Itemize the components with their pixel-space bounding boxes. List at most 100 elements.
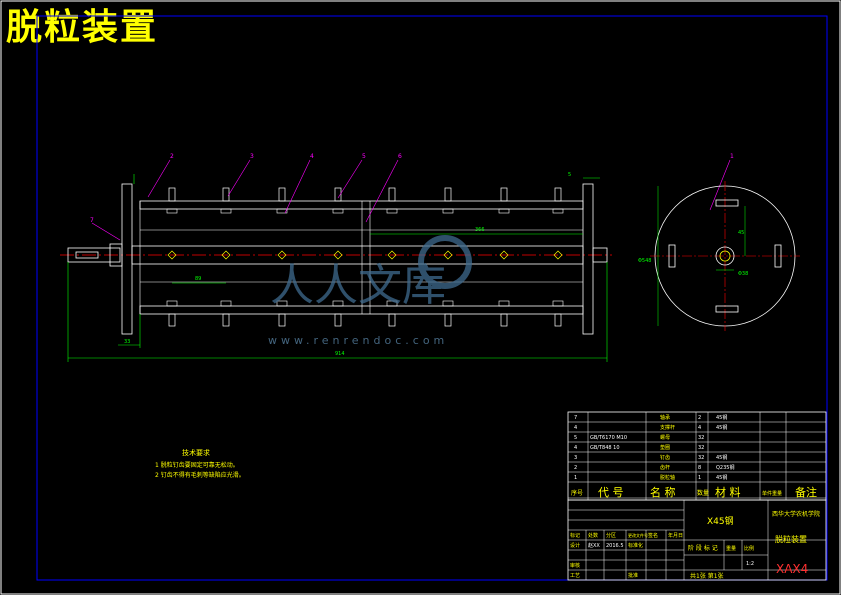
tb-label-process: 工艺 (570, 573, 580, 579)
dim-radial: 45 (738, 230, 744, 236)
keyway (75, 251, 99, 259)
left-end-plate (121, 183, 133, 335)
parts-cell-name: 齿杆 (660, 464, 670, 471)
parts-cell-qty: 8 (698, 465, 701, 471)
tooth-top (444, 187, 452, 202)
parts-cell-name: 轴承 (660, 414, 670, 421)
tooth-hole (333, 250, 343, 260)
nut-bottom (166, 300, 178, 307)
parts-cell-name: 钉齿 (660, 454, 670, 461)
callout-3: 3 (250, 153, 254, 160)
watermark: 人人文库 www.renrendoc.com (268, 235, 472, 347)
callout-4: 4 (310, 153, 314, 160)
tooth-hole (167, 250, 177, 260)
tooth-top (334, 187, 342, 202)
hdr-material: 材 料 (715, 485, 741, 499)
dim-inner-span: 366 (475, 227, 485, 233)
tb-sheet: 共1张 第1张 (690, 572, 724, 580)
dim-total-length: 914 (335, 351, 345, 357)
teeth-group (166, 187, 564, 327)
parts-cell-qty: 2 (698, 415, 701, 421)
parts-cell-no: 1 (574, 475, 577, 481)
nut-bottom (552, 300, 564, 307)
tb-scale: 1:2 (746, 561, 754, 567)
nut-bottom (498, 300, 510, 307)
nut-top (220, 208, 232, 214)
parts-cell-no: 7 (574, 415, 577, 421)
nut-top (552, 208, 564, 214)
tb-cell-date: 年月日 (668, 532, 683, 539)
tooth-top (278, 187, 286, 202)
right-end-plate (582, 183, 594, 335)
shaft-left-end (67, 247, 121, 263)
callout-2: 2 (170, 153, 174, 160)
tooth-bar-top (139, 200, 584, 210)
tooth-hole (499, 250, 509, 260)
nut-bottom (220, 300, 232, 307)
drawing-border (36, 15, 828, 581)
tb-designer: 赵XX (588, 542, 600, 549)
parts-cell-material: 45钢 (716, 454, 727, 461)
tb-material: X45钢 (707, 515, 734, 527)
tb-label-design: 设计 (570, 542, 580, 549)
nut-top (166, 208, 178, 214)
tb-std: 标准化 (628, 542, 643, 549)
tooth-top (168, 187, 176, 202)
parts-cell-material: Q235钢 (716, 464, 734, 471)
tb-weight: 重量 (726, 545, 736, 552)
tb-school: 西华大学农机学院 (772, 510, 820, 518)
watermark-logo: 人人文库 (270, 260, 446, 311)
callout-5: 5 (362, 153, 366, 160)
tooth-bottom (334, 313, 342, 327)
nut-top (498, 208, 510, 214)
tooth-hole (277, 250, 287, 260)
parts-cell-material: 45钢 (716, 474, 727, 481)
tb-stage: 阶 段 标 记 (688, 544, 718, 552)
parts-cell-qty: 32 (698, 445, 704, 451)
tb-approve: 批准 (628, 572, 638, 579)
dim-left-offset: 33 (124, 339, 130, 345)
tooth-bottom (278, 313, 286, 327)
hdr-name: 名 称 (650, 485, 676, 499)
tooth-top (222, 187, 230, 202)
tb-drawing-code: XAX4 (776, 562, 808, 576)
parts-cell-no: 3 (574, 455, 577, 461)
tooth-top (388, 187, 396, 202)
parts-cell-material: 45钢 (716, 424, 727, 431)
tb-cell-zone: 分区 (606, 532, 616, 539)
tb-cell-sign: 签名 (648, 532, 658, 539)
tooth-bottom (168, 313, 176, 327)
tb-cell-change: 更改文件号 (628, 532, 648, 538)
nut-top (386, 208, 398, 214)
nut-top (332, 208, 344, 214)
tb-scale-label: 比例 (744, 545, 754, 552)
nut-bottom (386, 300, 398, 307)
tb-drawing-name: 脱粒装置 (775, 534, 807, 544)
parts-cell-qty: 32 (698, 455, 704, 461)
tooth-bottom (554, 313, 562, 327)
hdr-code: 代 号 (598, 486, 624, 499)
callout-6: 6 (398, 153, 402, 160)
parts-cell-code: GB/T848 10 (590, 445, 620, 451)
leader-lines (91, 159, 731, 241)
tb-label-check: 审核 (570, 562, 580, 569)
technical-notes: 技术要求 1 脱粒钉齿要固定可靠无松动。 2 钉齿不得有毛刺等缺陷应光滑。 (155, 448, 245, 479)
parts-cell-no: 5 (574, 435, 577, 441)
shaft-right-end (592, 247, 608, 263)
notes-heading: 技术要求 (182, 448, 210, 457)
drum-end-view (650, 181, 800, 331)
dim-diameter: Φ548 (638, 258, 651, 264)
parts-cell-name: 脱粒轴 (660, 474, 675, 481)
hdr-no: 序号 (571, 489, 583, 497)
parts-cell-no: 4 (574, 445, 577, 451)
parts-cell-material: 45钢 (716, 414, 727, 421)
tb-label-mark: 标记 (570, 532, 580, 539)
hdr-note: 备注 (795, 485, 817, 499)
tooth-hole (387, 250, 397, 260)
watermark-url: www.renrendoc.com (268, 334, 448, 347)
nut-bottom (332, 300, 344, 307)
parts-cell-no: 2 (574, 465, 577, 471)
